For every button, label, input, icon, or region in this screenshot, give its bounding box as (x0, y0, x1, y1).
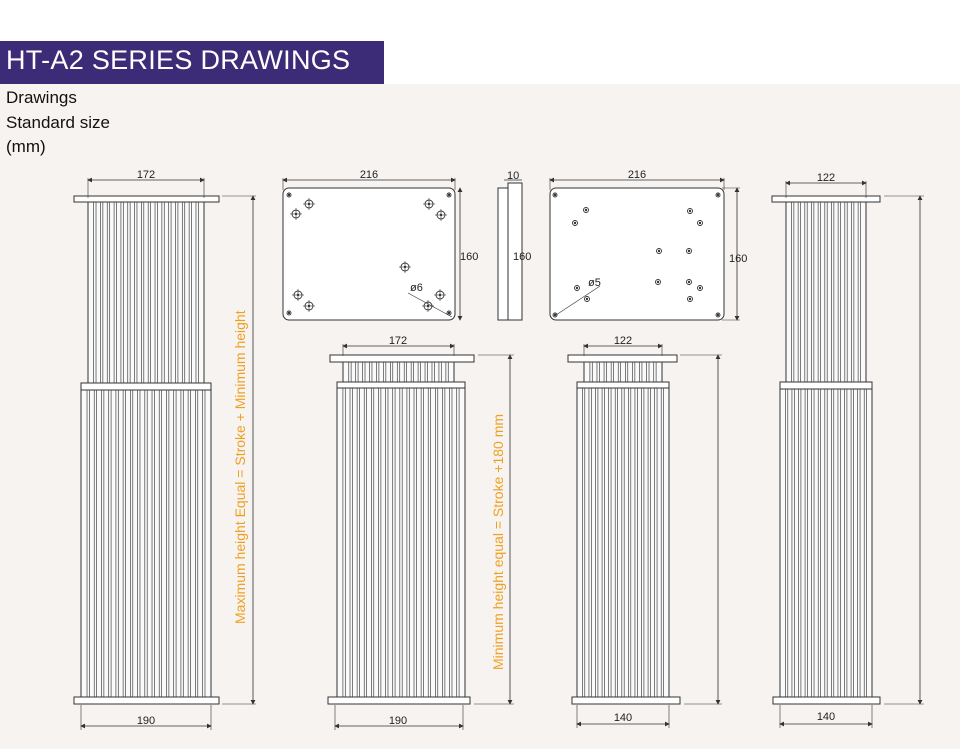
dim-plate2-height: 160 (729, 253, 747, 265)
intro-standard-size: Standard size (6, 112, 110, 132)
dim-col3-bottom: 140 (614, 712, 632, 724)
dim-plate-side-height: 160 (513, 251, 531, 263)
page-title: HT-A2 SERIES DRAWINGS (6, 45, 351, 75)
dim-col2-top: 172 (389, 335, 407, 347)
dim-plate1-height: 160 (460, 251, 478, 263)
dim-col2-bottom: 190 (389, 715, 407, 727)
dim-col4-bottom: 140 (817, 711, 835, 723)
intro-drawings: Drawings (6, 88, 77, 107)
intro-text: Drawings Standard size (mm) (6, 86, 110, 160)
note-min-height: Minimum height equal = Stroke +180 mm (490, 414, 506, 670)
dim-col3-top: 122 (614, 335, 632, 347)
dim-col1-top: 172 (137, 169, 155, 181)
dim-plate-thickness: 10 (507, 170, 519, 182)
dim-plate1-hole: ø6 (410, 282, 423, 294)
top-plate-view-2: 216 160 ø5 (549, 169, 747, 321)
note-max-height: Maximum height Equal = Stroke + Minimum … (232, 310, 248, 624)
intro-units: (mm) (6, 137, 46, 156)
plate-side-view: 10 160 (497, 170, 531, 321)
dim-col4-top: 122 (817, 172, 835, 184)
column-collapsed-large: 172 190 Minimum height equal = Stroke +1… (327, 335, 514, 730)
column-extended-large: 172 190 Maximum height Equal = Stroke + … (73, 169, 256, 730)
dim-col1-bottom: 190 (137, 715, 155, 727)
top-plate-view-1: 216 160 ø6 (282, 169, 478, 321)
dim-plate1-width: 216 (360, 169, 378, 181)
dim-plate2-width: 216 (628, 169, 646, 181)
dim-plate2-hole: ø5 (588, 277, 601, 289)
column-collapsed-small: 122 140 (567, 335, 722, 728)
header-band (0, 41, 384, 84)
column-extended-small: 122 140 (771, 172, 924, 728)
